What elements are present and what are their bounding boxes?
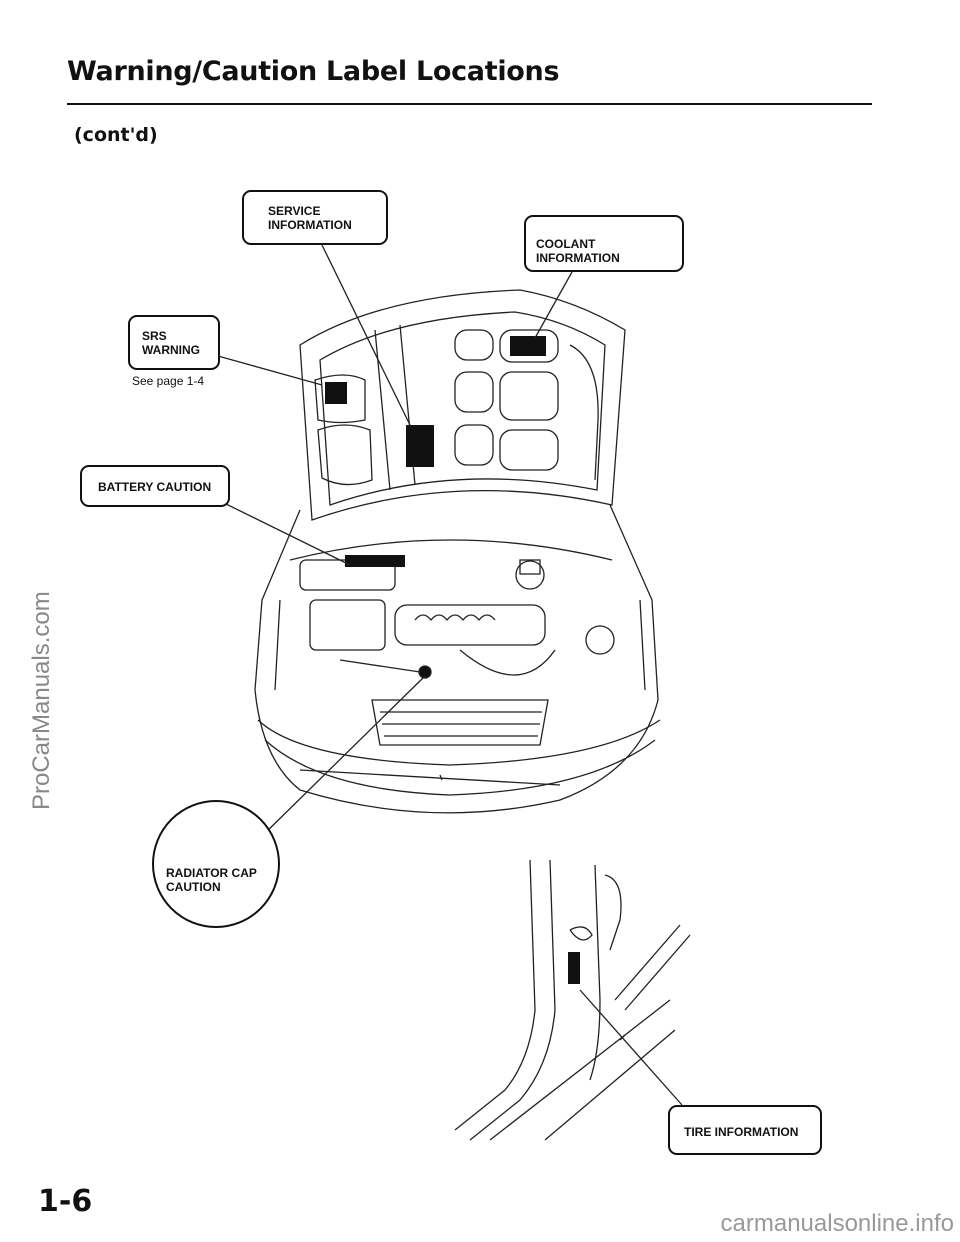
tire-leader xyxy=(579,989,683,1106)
battery-label: BATTERY CAUTION xyxy=(98,480,212,494)
side-watermark: ProCarManuals.com xyxy=(28,591,55,810)
radiator-leader xyxy=(257,675,426,841)
footer-watermark: carmanualsonline.info xyxy=(720,1210,954,1237)
srs-see-page: See page 1-4 xyxy=(132,374,205,388)
service-leader xyxy=(321,244,411,426)
tire-label: TIRE INFORMATION xyxy=(684,1125,799,1139)
radiator-cap-caution-callout: RADIATOR CAP CAUTION xyxy=(152,800,280,928)
battery-leader xyxy=(221,501,351,566)
page-title: Warning/Caution Label Locations xyxy=(67,56,560,87)
battery-label-marker xyxy=(345,555,405,567)
srs-label-line1: SRS xyxy=(142,329,167,343)
tire-label-marker xyxy=(568,952,580,984)
radiator-label-line1: RADIATOR CAP xyxy=(166,866,257,880)
srs-leader xyxy=(217,355,323,386)
coolant-label-marker xyxy=(510,336,546,356)
tire-information-callout: TIRE INFORMATION xyxy=(668,1105,822,1155)
srs-label-marker xyxy=(325,382,347,404)
page-subtitle: (cont'd) xyxy=(74,124,158,146)
coolant-information-callout: COOLANT INFORMATION xyxy=(524,215,684,272)
page-number: 1-6 xyxy=(38,1184,93,1219)
service-label-line2: INFORMATION xyxy=(268,218,352,232)
door-pillar xyxy=(454,859,536,1131)
srs-warning-callout: SRS WARNING xyxy=(128,315,220,370)
service-label-line1: SERVICE xyxy=(268,204,321,218)
coolant-leader xyxy=(534,271,573,339)
title-rule xyxy=(67,103,872,105)
hood-inner xyxy=(319,311,606,506)
hood-outline xyxy=(299,289,626,521)
service-information-callout: SERVICE INFORMATION xyxy=(242,190,388,245)
service-label-marker xyxy=(406,425,434,467)
battery-caution-callout: BATTERY CAUTION xyxy=(80,465,230,507)
radiator-label-line2: CAUTION xyxy=(166,880,221,894)
coolant-label: COOLANT INFORMATION xyxy=(536,237,620,265)
srs-label-line2: WARNING xyxy=(142,343,200,357)
